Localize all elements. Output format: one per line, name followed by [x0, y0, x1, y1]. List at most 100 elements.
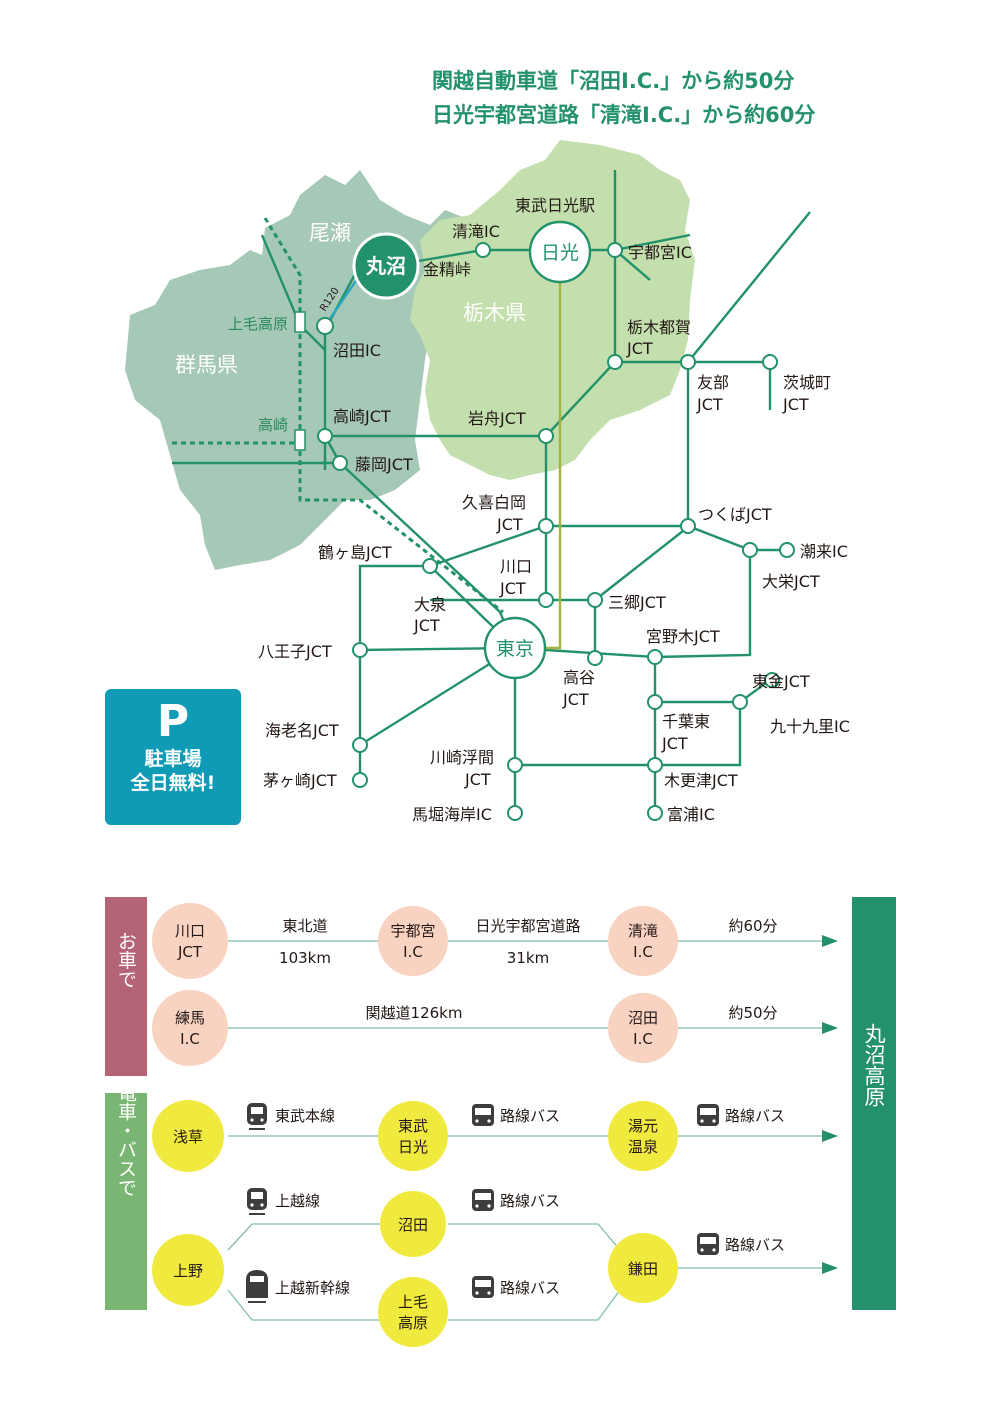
- shinkansen-icon: [246, 1270, 268, 1303]
- svg-text:海老名JCT: 海老名JCT: [265, 721, 339, 740]
- svg-text:藤岡JCT: 藤岡JCT: [355, 455, 413, 474]
- svg-text:103km: 103km: [279, 949, 331, 967]
- svg-text:友部: 友部: [697, 373, 729, 392]
- station-kamimoukougen-label: 上毛高原: [228, 315, 288, 333]
- svg-text:JCT: JCT: [782, 395, 809, 414]
- city-marunuma-circle: [352, 232, 420, 300]
- svg-text:川口: 川口: [175, 922, 205, 940]
- svg-text:高原: 高原: [398, 1314, 428, 1332]
- tochigi-prefecture-shape: [410, 140, 695, 480]
- bus-icon: [472, 1104, 494, 1126]
- train-category-bar: [105, 1093, 147, 1310]
- svg-text:東武: 東武: [398, 1117, 428, 1135]
- svg-text:浅草: 浅草: [173, 1128, 203, 1146]
- parking-line2: 全日無料!: [130, 772, 216, 794]
- rail-joetsu: [263, 217, 504, 614]
- route-node-numata: [380, 1191, 446, 1257]
- city-tokyo-label: 東京: [496, 638, 534, 660]
- station-marker-kamimoukougen: [294, 311, 306, 333]
- svg-text:JCT: JCT: [626, 339, 653, 358]
- route-node-utsunomiya-ic: [378, 906, 448, 976]
- svg-text:清滝: 清滝: [628, 922, 658, 940]
- svg-text:宇都宮IC: 宇都宮IC: [628, 243, 692, 262]
- route-node-nerima-ic: [152, 990, 228, 1066]
- svg-text:木更津JCT: 木更津JCT: [664, 771, 738, 790]
- svg-text:栃木都賀: 栃木都賀: [627, 318, 691, 337]
- svg-text:千葉東: 千葉東: [662, 712, 710, 731]
- svg-text:31km: 31km: [507, 949, 549, 967]
- svg-text:潮来IC: 潮来IC: [800, 542, 848, 561]
- svg-text:高谷: 高谷: [563, 668, 595, 687]
- region-oze-label: 尾瀬: [309, 221, 351, 245]
- route-node-asakusa: [152, 1100, 224, 1172]
- svg-text:川口: 川口: [500, 557, 532, 576]
- prefecture-tochigi-label: 栃木県: [463, 301, 526, 325]
- route-node-kamimoukougen: [378, 1277, 448, 1347]
- svg-text:つくばJCT: つくばJCT: [698, 505, 772, 524]
- svg-text:川崎浮間: 川崎浮間: [430, 748, 494, 767]
- svg-text:I.C: I.C: [633, 943, 653, 961]
- destination-label: 丸沼高原: [862, 1023, 886, 1107]
- svg-text:関越道126km: 関越道126km: [366, 1004, 463, 1022]
- car-category-label: お車で: [115, 932, 137, 989]
- svg-text:東北道: 東北道: [282, 917, 327, 935]
- car-category-bar: [105, 897, 147, 1076]
- svg-text:路線バス: 路線バス: [725, 1236, 785, 1254]
- bus-icon: [697, 1233, 719, 1255]
- train-icon: [247, 1188, 267, 1215]
- route-node-kawaguchi-jct: [152, 903, 228, 979]
- svg-text:高崎JCT: 高崎JCT: [333, 407, 391, 426]
- route-node-yumoto-onsen: [608, 1101, 678, 1171]
- svg-text:岩舟JCT: 岩舟JCT: [468, 409, 526, 428]
- svg-text:清滝IC: 清滝IC: [452, 222, 500, 241]
- svg-text:路線バス: 路線バス: [500, 1192, 560, 1210]
- svg-text:宮野木JCT: 宮野木JCT: [646, 627, 720, 646]
- svg-text:三郷JCT: 三郷JCT: [608, 593, 666, 612]
- svg-text:温泉: 温泉: [628, 1138, 658, 1156]
- svg-text:JCT: JCT: [496, 515, 523, 534]
- svg-text:八王子JCT: 八王子JCT: [258, 642, 332, 661]
- bus-icon: [472, 1189, 494, 1211]
- route-node-tobu-nikko: [378, 1101, 448, 1171]
- svg-text:鶴ヶ島JCT: 鶴ヶ島JCT: [318, 543, 392, 562]
- svg-text:沼田: 沼田: [628, 1009, 658, 1027]
- bus-icon: [472, 1276, 494, 1298]
- station-takasaki-label: 高崎: [258, 416, 288, 434]
- headline-line2: 日光宇都宮道路「清滝I.C.」から約60分: [432, 103, 815, 127]
- svg-text:路線バス: 路線バス: [500, 1279, 560, 1297]
- parking-info-box: P 駐車場 全日無料!: [105, 689, 241, 825]
- svg-text:馬堀海岸IC: 馬堀海岸IC: [412, 805, 492, 824]
- svg-text:九十九里IC: 九十九里IC: [770, 717, 850, 736]
- svg-text:沼田IC: 沼田IC: [333, 341, 381, 360]
- svg-text:金精峠: 金精峠: [423, 260, 471, 279]
- svg-text:路線バス: 路線バス: [500, 1107, 560, 1125]
- svg-text:I.C: I.C: [403, 943, 423, 961]
- svg-text:日光: 日光: [398, 1138, 428, 1156]
- destination-bar: [852, 897, 896, 1310]
- arrow-icon: [822, 935, 838, 1274]
- svg-text:東金JCT: 東金JCT: [752, 672, 810, 691]
- svg-text:沼田: 沼田: [398, 1216, 428, 1234]
- svg-text:上野: 上野: [173, 1262, 203, 1280]
- svg-text:茅ヶ崎JCT: 茅ヶ崎JCT: [263, 771, 337, 790]
- route-lines: [227, 940, 836, 1321]
- city-nikko-label: 日光: [541, 242, 579, 264]
- city-marunuma-label: 丸沼: [365, 254, 406, 278]
- svg-text:路線バス: 路線バス: [725, 1107, 785, 1125]
- city-tokyo-circle: [483, 616, 547, 680]
- svg-text:JCT: JCT: [413, 616, 440, 635]
- train-icon: [247, 1103, 267, 1130]
- svg-text:JCT: JCT: [562, 690, 589, 709]
- svg-text:JCT: JCT: [661, 734, 688, 753]
- svg-text:上越新幹線: 上越新幹線: [275, 1279, 350, 1297]
- svg-text:日光宇都宮道路: 日光宇都宮道路: [475, 917, 580, 935]
- junction-nodes: [316, 242, 795, 821]
- svg-text:JCT: JCT: [696, 395, 723, 414]
- route-node-kiyotaki-ic: [608, 906, 678, 976]
- svg-text:大栄JCT: 大栄JCT: [762, 572, 820, 591]
- city-nikko-circle: [528, 220, 592, 284]
- svg-text:大泉: 大泉: [414, 595, 446, 614]
- map-labels: 清滝IC 東武日光駅 金精峠 宇都宮IC 沼田IC 栃木都賀 JCT 友部 JC…: [258, 196, 850, 824]
- prefecture-gunma-label: 群馬県: [175, 353, 238, 377]
